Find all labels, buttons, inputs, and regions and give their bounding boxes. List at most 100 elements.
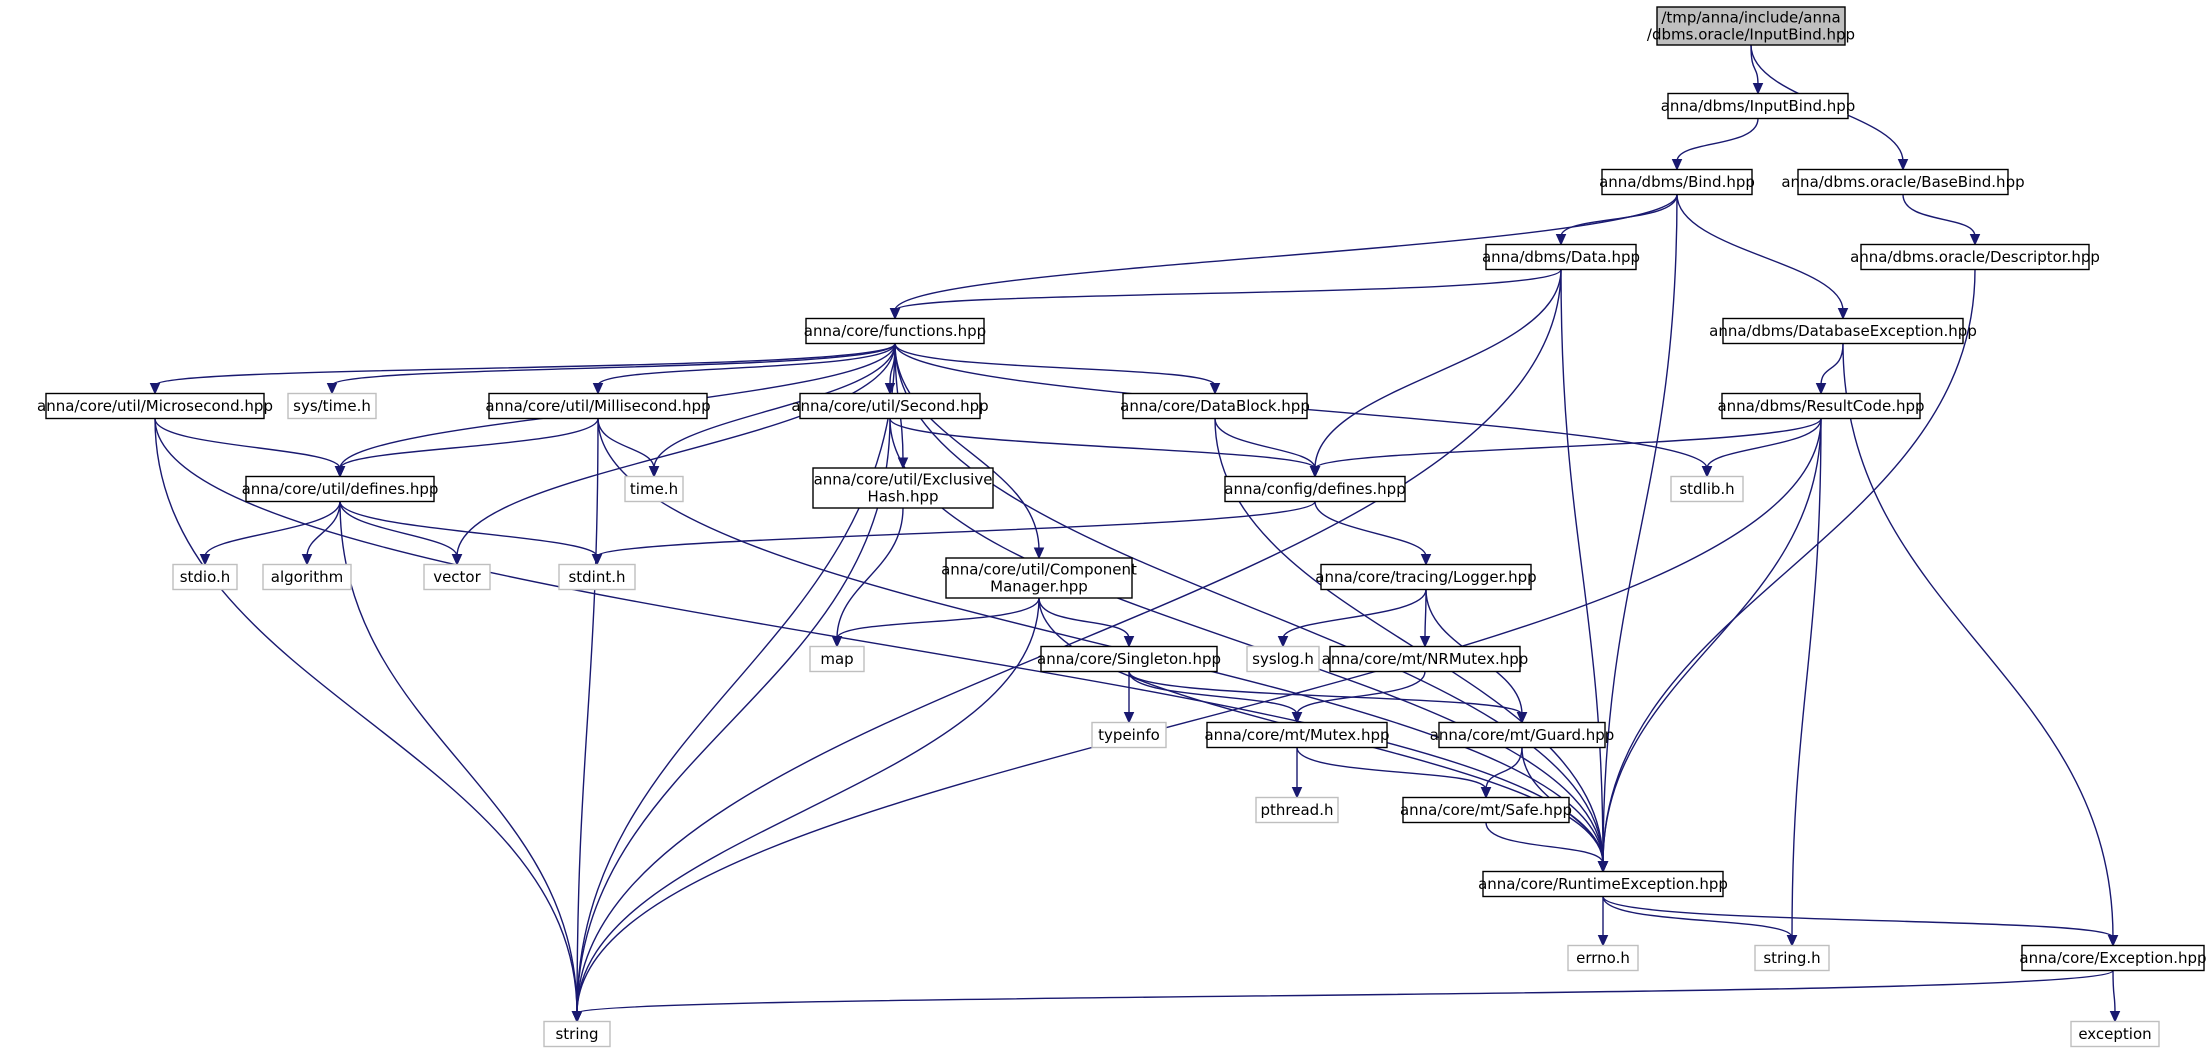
node-core_rtexception[interactable]: anna/core/RuntimeException.hpp [1478,870,1728,898]
node-label: algorithm [271,568,343,586]
edge-arrowhead-core_functions-to-core_datablock [1209,383,1221,395]
node-label: anna/core/util/Second.hpp [791,397,988,415]
edge-core_functions-to-util_milli [597,343,896,386]
node-mt_mutex[interactable]: anna/core/mt/Mutex.hpp [1204,721,1390,749]
node-core_datablock[interactable]: anna/core/DataBlock.hpp [1120,392,1310,420]
edge-dbms_bind-to-core_rtexception [1602,194,1678,864]
edge-arrowhead-core_functions-to-sys_time [326,383,338,395]
node-mt_nrmutex[interactable]: anna/core/mt/NRMutex.hpp [1322,645,1529,673]
node-label: anna/core/util/Microsecond.hpp [37,397,273,415]
node-dbms_data[interactable]: anna/dbms/Data.hpp [1482,243,1640,271]
edge-dbms_data-to-config_defines [1314,269,1562,469]
node-label: stdint.h [568,568,625,586]
node-box [1091,721,1167,749]
node-core_exception[interactable]: anna/core/Exception.hpp [2019,944,2207,972]
node-oracle_basebind[interactable]: anna/dbms.oracle/BaseBind.hpp [1781,168,2025,196]
node-label: pthread.h [1261,801,1334,819]
edge-mt_guard-to-mt_safe [1485,747,1523,790]
node-stdlib_h: stdlib.h [1670,475,1744,503]
edge-core_functions-to-core_datablock [894,343,1216,386]
node-label: string [555,1025,598,1043]
node-util_micro[interactable]: anna/core/util/Microsecond.hpp [37,392,273,420]
node-oracle_descriptor[interactable]: anna/dbms.oracle/Descriptor.hpp [1850,243,2100,271]
node-util_milli[interactable]: anna/core/util/Millisecond.hpp [485,392,711,420]
node-dbms_dbexception[interactable]: anna/dbms/DatabaseException.hpp [1709,317,1977,345]
node-time_h: time.h [624,475,684,503]
edge-arrowhead-core_exception-to-string [571,1011,583,1023]
node-box [1122,392,1308,420]
node-box [624,475,684,503]
node-label: anna/core/util/Millisecond.hpp [485,397,710,415]
edge-dbms_data-to-core_functions [894,268,1562,312]
node-label: anna/core/Exception.hpp [2019,949,2206,967]
edge-core_rtexception-to-string_h [1602,896,1793,938]
node-config_defines[interactable]: anna/config/defines.hpp [1224,475,1406,503]
edge-core_rtexception-to-core_exception [1602,896,2114,939]
edge-arrowhead-tracing_logger-to-mt_nrmutex [1419,636,1431,648]
edge-dbms_data-to-core_rtexception [1560,269,1604,864]
node-core_singleton[interactable]: anna/core/Singleton.hpp [1037,645,1221,673]
node-label: syslog.h [1252,650,1314,668]
node-mt_safe[interactable]: anna/core/mt/Safe.hpp [1400,796,1572,824]
node-box [1224,475,1406,503]
node-label: anna/core/mt/NRMutex.hpp [1322,650,1529,668]
node-box [262,563,352,591]
node-sys_time: sys/time.h [287,392,377,420]
edge-util_defines-to-string [339,501,578,1014]
node-label: exception [2078,1025,2151,1043]
node-box [1567,944,1639,972]
node-box [1402,796,1570,824]
node-box [809,645,865,673]
node-label: anna/core/mt/Guard.hpp [1430,726,1615,744]
edge-arrowhead-tracing_logger-to-syslog_h [1277,636,1289,648]
edge-mt_mutex-to-mt_safe [1296,747,1487,790]
edge-dbms_dbexception-to-core_exception [1842,343,2114,938]
edge-arrowhead-util_defines-to-vector [451,554,463,566]
edge-mt_safe-to-core_rtexception [1485,822,1604,864]
node-dbms_inputbind[interactable]: anna/dbms/InputBind.hpp [1661,92,1856,120]
node-label: anna/dbms/DatabaseException.hpp [1709,322,1977,340]
node-label: Manager.hpp [990,578,1088,596]
node-label: anna/core/RuntimeException.hpp [1478,875,1728,893]
node-box [1320,563,1532,591]
edge-util_defines-to-vector [339,501,458,557]
node-box [287,392,377,420]
node-util_second[interactable]: anna/core/util/Second.hpp [791,392,989,420]
edge-core_functions-to-util_compmgr [894,343,1040,551]
node-string: string [543,1020,611,1048]
node-label: vector [433,568,481,586]
edge-dbms_resultcode-to-core_rtexception [1602,418,1822,864]
edge-util_second-to-string [576,418,891,1014]
edge-dbms_resultcode-to-string_h [1791,418,1822,938]
node-box [1860,243,2090,271]
node-dbms_resultcode[interactable]: anna/dbms/ResultCode.hpp [1717,392,1925,420]
edge-arrowhead-core_functions-to-util_milli [592,383,604,395]
node-syslog_h: syslog.h [1246,645,1320,673]
edge-config_defines-to-tracing_logger [1314,501,1427,557]
edge-oracle_descriptor-to-core_rtexception [1602,269,1976,864]
node-label: anna/core/functions.hpp [804,322,986,340]
edge-arrowhead-dbms_resultcode-to-config_defines [1309,466,1321,478]
node-tracing_logger[interactable]: anna/core/tracing/Logger.hpp [1315,563,1537,591]
node-util_defines[interactable]: anna/core/util/defines.hpp [242,475,439,503]
node-root[interactable]: /tmp/anna/include/anna/dbms.oracle/Input… [1647,6,1855,46]
node-core_functions[interactable]: anna/core/functions.hpp [804,317,986,345]
node-box [1482,870,1724,898]
edge-util_defines-to-algorithm [306,501,341,557]
node-string_h: string.h [1754,944,1830,972]
node-box [1656,6,1846,46]
node-box [1485,243,1637,271]
edge-util_second-to-config_defines [889,418,1316,470]
node-label: errno.h [1576,949,1630,967]
edge-util_milli-to-core_rtexception [597,418,1604,864]
edge-dbms_data-to-string [576,269,1562,1014]
node-dbms_bind[interactable]: anna/dbms/Bind.hpp [1599,168,1755,196]
node-box [1206,721,1388,749]
edge-core_exception-to-exception [2112,970,2116,1014]
node-label: anna/dbms/Bind.hpp [1599,173,1755,191]
node-label: stdio.h [180,568,231,586]
node-mt_guard[interactable]: anna/core/mt/Guard.hpp [1430,721,1615,749]
